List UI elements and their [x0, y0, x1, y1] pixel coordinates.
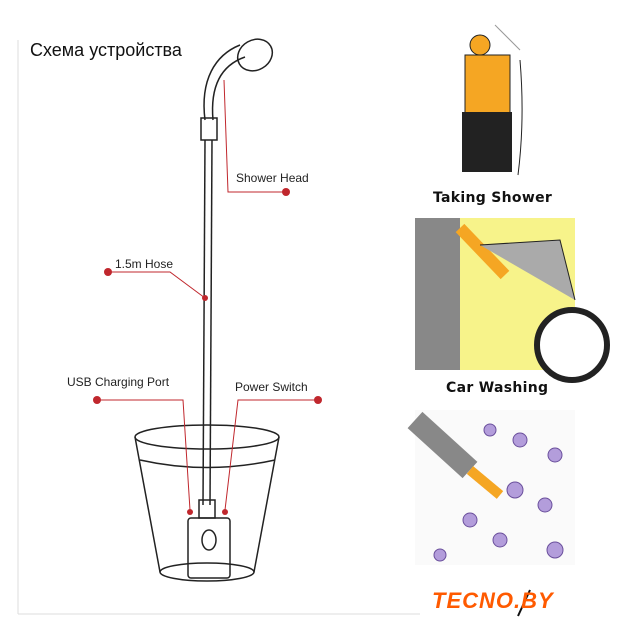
- label-power-switch: Power Switch: [235, 380, 308, 394]
- callout-dots: [93, 188, 322, 515]
- pump-body: [187, 517, 231, 579]
- diagram-title: Схема устройства: [30, 40, 182, 60]
- car-washing-illustration: [415, 218, 610, 383]
- caption-car-washing: Car Washing: [446, 380, 549, 396]
- diagram-frame: [17, 40, 420, 615]
- brand-logo: TECNO.BY: [432, 588, 554, 613]
- hose-drawing: [202, 139, 213, 506]
- label-hose: 1.5m Hose: [115, 257, 174, 271]
- garden-watering-illustration: [407, 410, 575, 565]
- shower-person-illustration: [462, 24, 523, 176]
- shower-head-drawing: [200, 38, 274, 141]
- label-usb-port: USB Charging Port: [67, 375, 170, 389]
- caption-taking-shower: Taking Shower: [433, 190, 553, 206]
- callout-lines: [97, 79, 318, 511]
- label-shower-head: Shower Head: [236, 171, 309, 185]
- bucket-drawing: [134, 424, 280, 582]
- logo-slash: [517, 589, 531, 617]
